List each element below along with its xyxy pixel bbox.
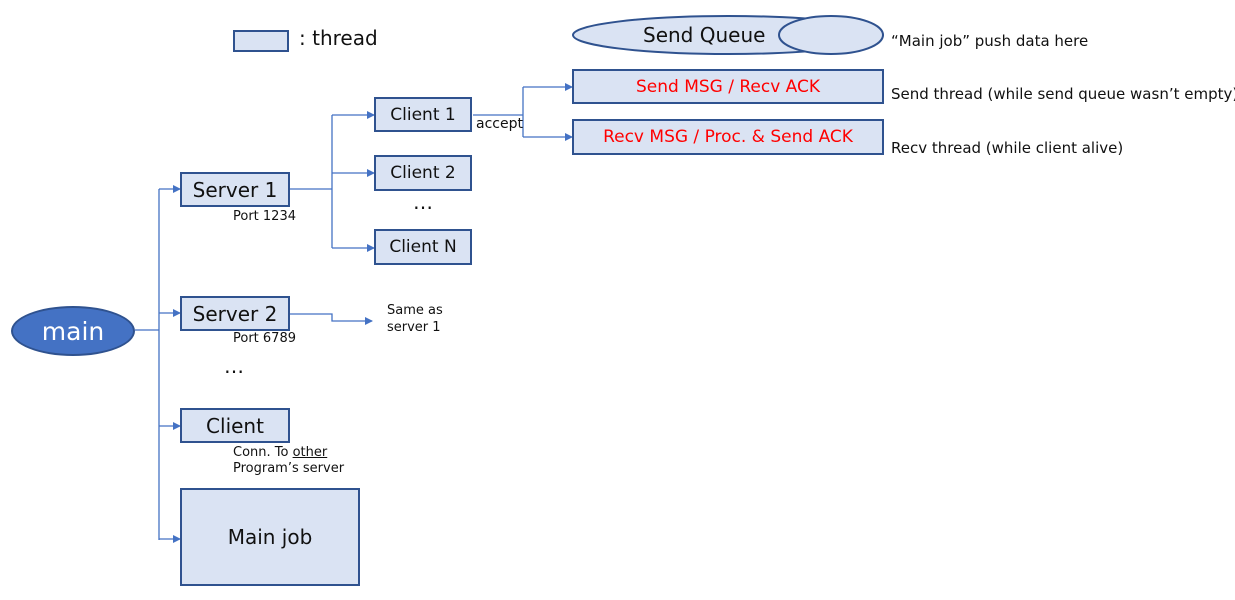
send-queue-label: Send Queue: [643, 23, 766, 47]
client-note-line2: Program’s server: [233, 461, 345, 476]
server2-connector: [290, 313, 373, 325]
client-box: Client: [180, 408, 290, 443]
send-thread-note: Send thread (while send queue wasn’t emp…: [891, 85, 1235, 103]
clientN-box: Client N: [374, 229, 472, 265]
server2-box: Server 2: [180, 296, 290, 331]
accept-label: accept: [476, 116, 523, 132]
clients-ellipsis: …: [413, 190, 434, 214]
client-note-other: other: [292, 445, 328, 460]
server2-note-line1: Same as: [387, 303, 443, 318]
legend-swatch: [233, 30, 289, 52]
client-note-line1: Conn. To other: [233, 445, 328, 461]
server2-note-line2: server 1: [387, 320, 441, 335]
server2-port: Port 6789: [233, 331, 296, 346]
servers-ellipsis: …: [224, 354, 245, 378]
legend-label: : thread: [299, 26, 378, 50]
send-queue-note: “Main job” push data here: [891, 32, 1089, 50]
send-queue-end: [778, 15, 884, 55]
client-note-prefix: Conn. To: [233, 445, 293, 460]
send-queue-cylinder: [572, 15, 884, 55]
send-thread-box: Send MSG / Recv ACK: [572, 69, 884, 104]
server1-box: Server 1: [180, 172, 290, 207]
main-job-box: Main job: [180, 488, 360, 586]
client1-box: Client 1: [374, 97, 472, 132]
recv-thread-box: Recv MSG / Proc. & Send ACK: [572, 119, 884, 155]
client2-box: Client 2: [374, 155, 472, 191]
server1-port: Port 1234: [233, 209, 296, 224]
main-node: main: [11, 306, 135, 356]
recv-thread-note: Recv thread (while client alive): [891, 139, 1124, 157]
